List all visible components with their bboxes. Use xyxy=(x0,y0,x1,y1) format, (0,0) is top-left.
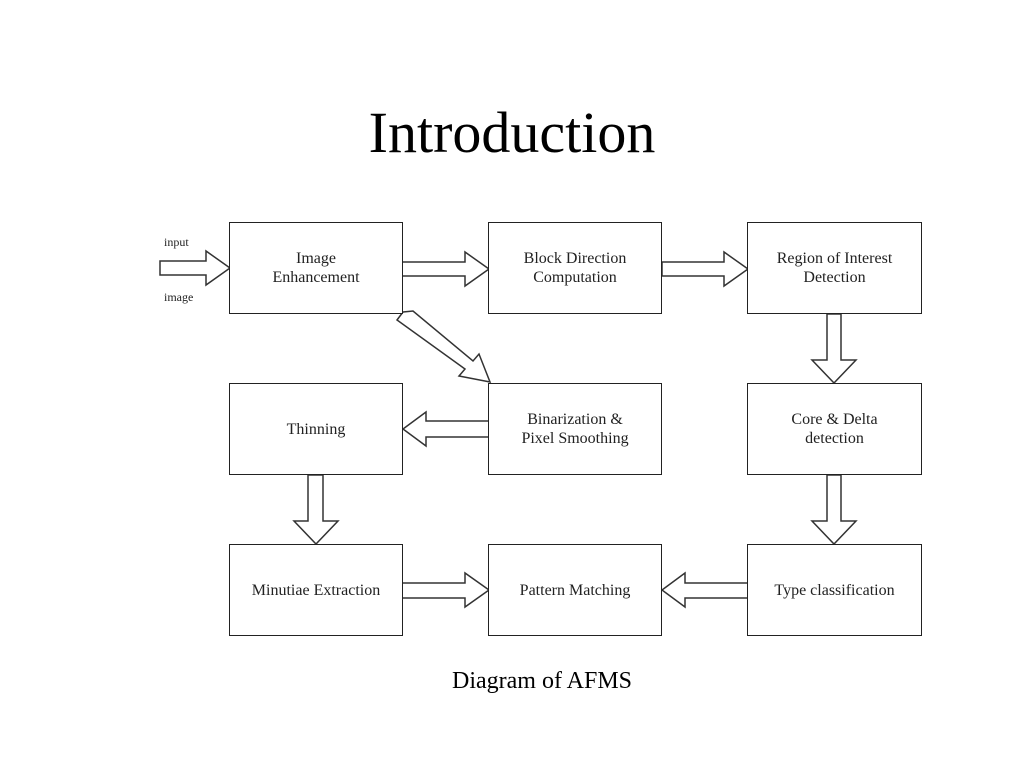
node-roi-detection: Region of Interest Detection xyxy=(747,222,922,314)
arrow-type-to-pattern xyxy=(660,571,749,609)
arrow-thinning-to-minutiae xyxy=(292,474,340,546)
arrow-input-to-enhancement xyxy=(159,249,232,287)
node-binarization: Binarization & Pixel Smoothing xyxy=(488,383,662,475)
node-thinning: Thinning xyxy=(229,383,403,475)
arrow-core-delta-to-type xyxy=(810,474,858,546)
image-label: image xyxy=(164,290,194,304)
node-image-enhancement: Image Enhancement xyxy=(229,222,403,314)
arrow-binarization-to-thinning xyxy=(401,410,490,448)
node-type-classification: Type classification xyxy=(747,544,922,636)
diagram-caption: Diagram of AFMS xyxy=(452,668,632,694)
node-core-delta-detection: Core & Delta detection xyxy=(747,383,922,475)
node-minutiae-extraction: Minutiae Extraction xyxy=(229,544,403,636)
arrow-block-direction-to-roi xyxy=(661,250,750,288)
input-label: input xyxy=(164,235,189,249)
node-block-direction-computation: Block Direction Computation xyxy=(488,222,662,314)
arrow-minutiae-to-pattern xyxy=(401,571,491,609)
slide-title: Introduction xyxy=(368,100,656,165)
arrow-enhancement-to-binarization xyxy=(395,310,492,383)
node-pattern-matching: Pattern Matching xyxy=(488,544,662,636)
arrow-enhancement-to-block-direction xyxy=(401,250,491,288)
arrow-roi-to-core-delta xyxy=(810,313,858,385)
